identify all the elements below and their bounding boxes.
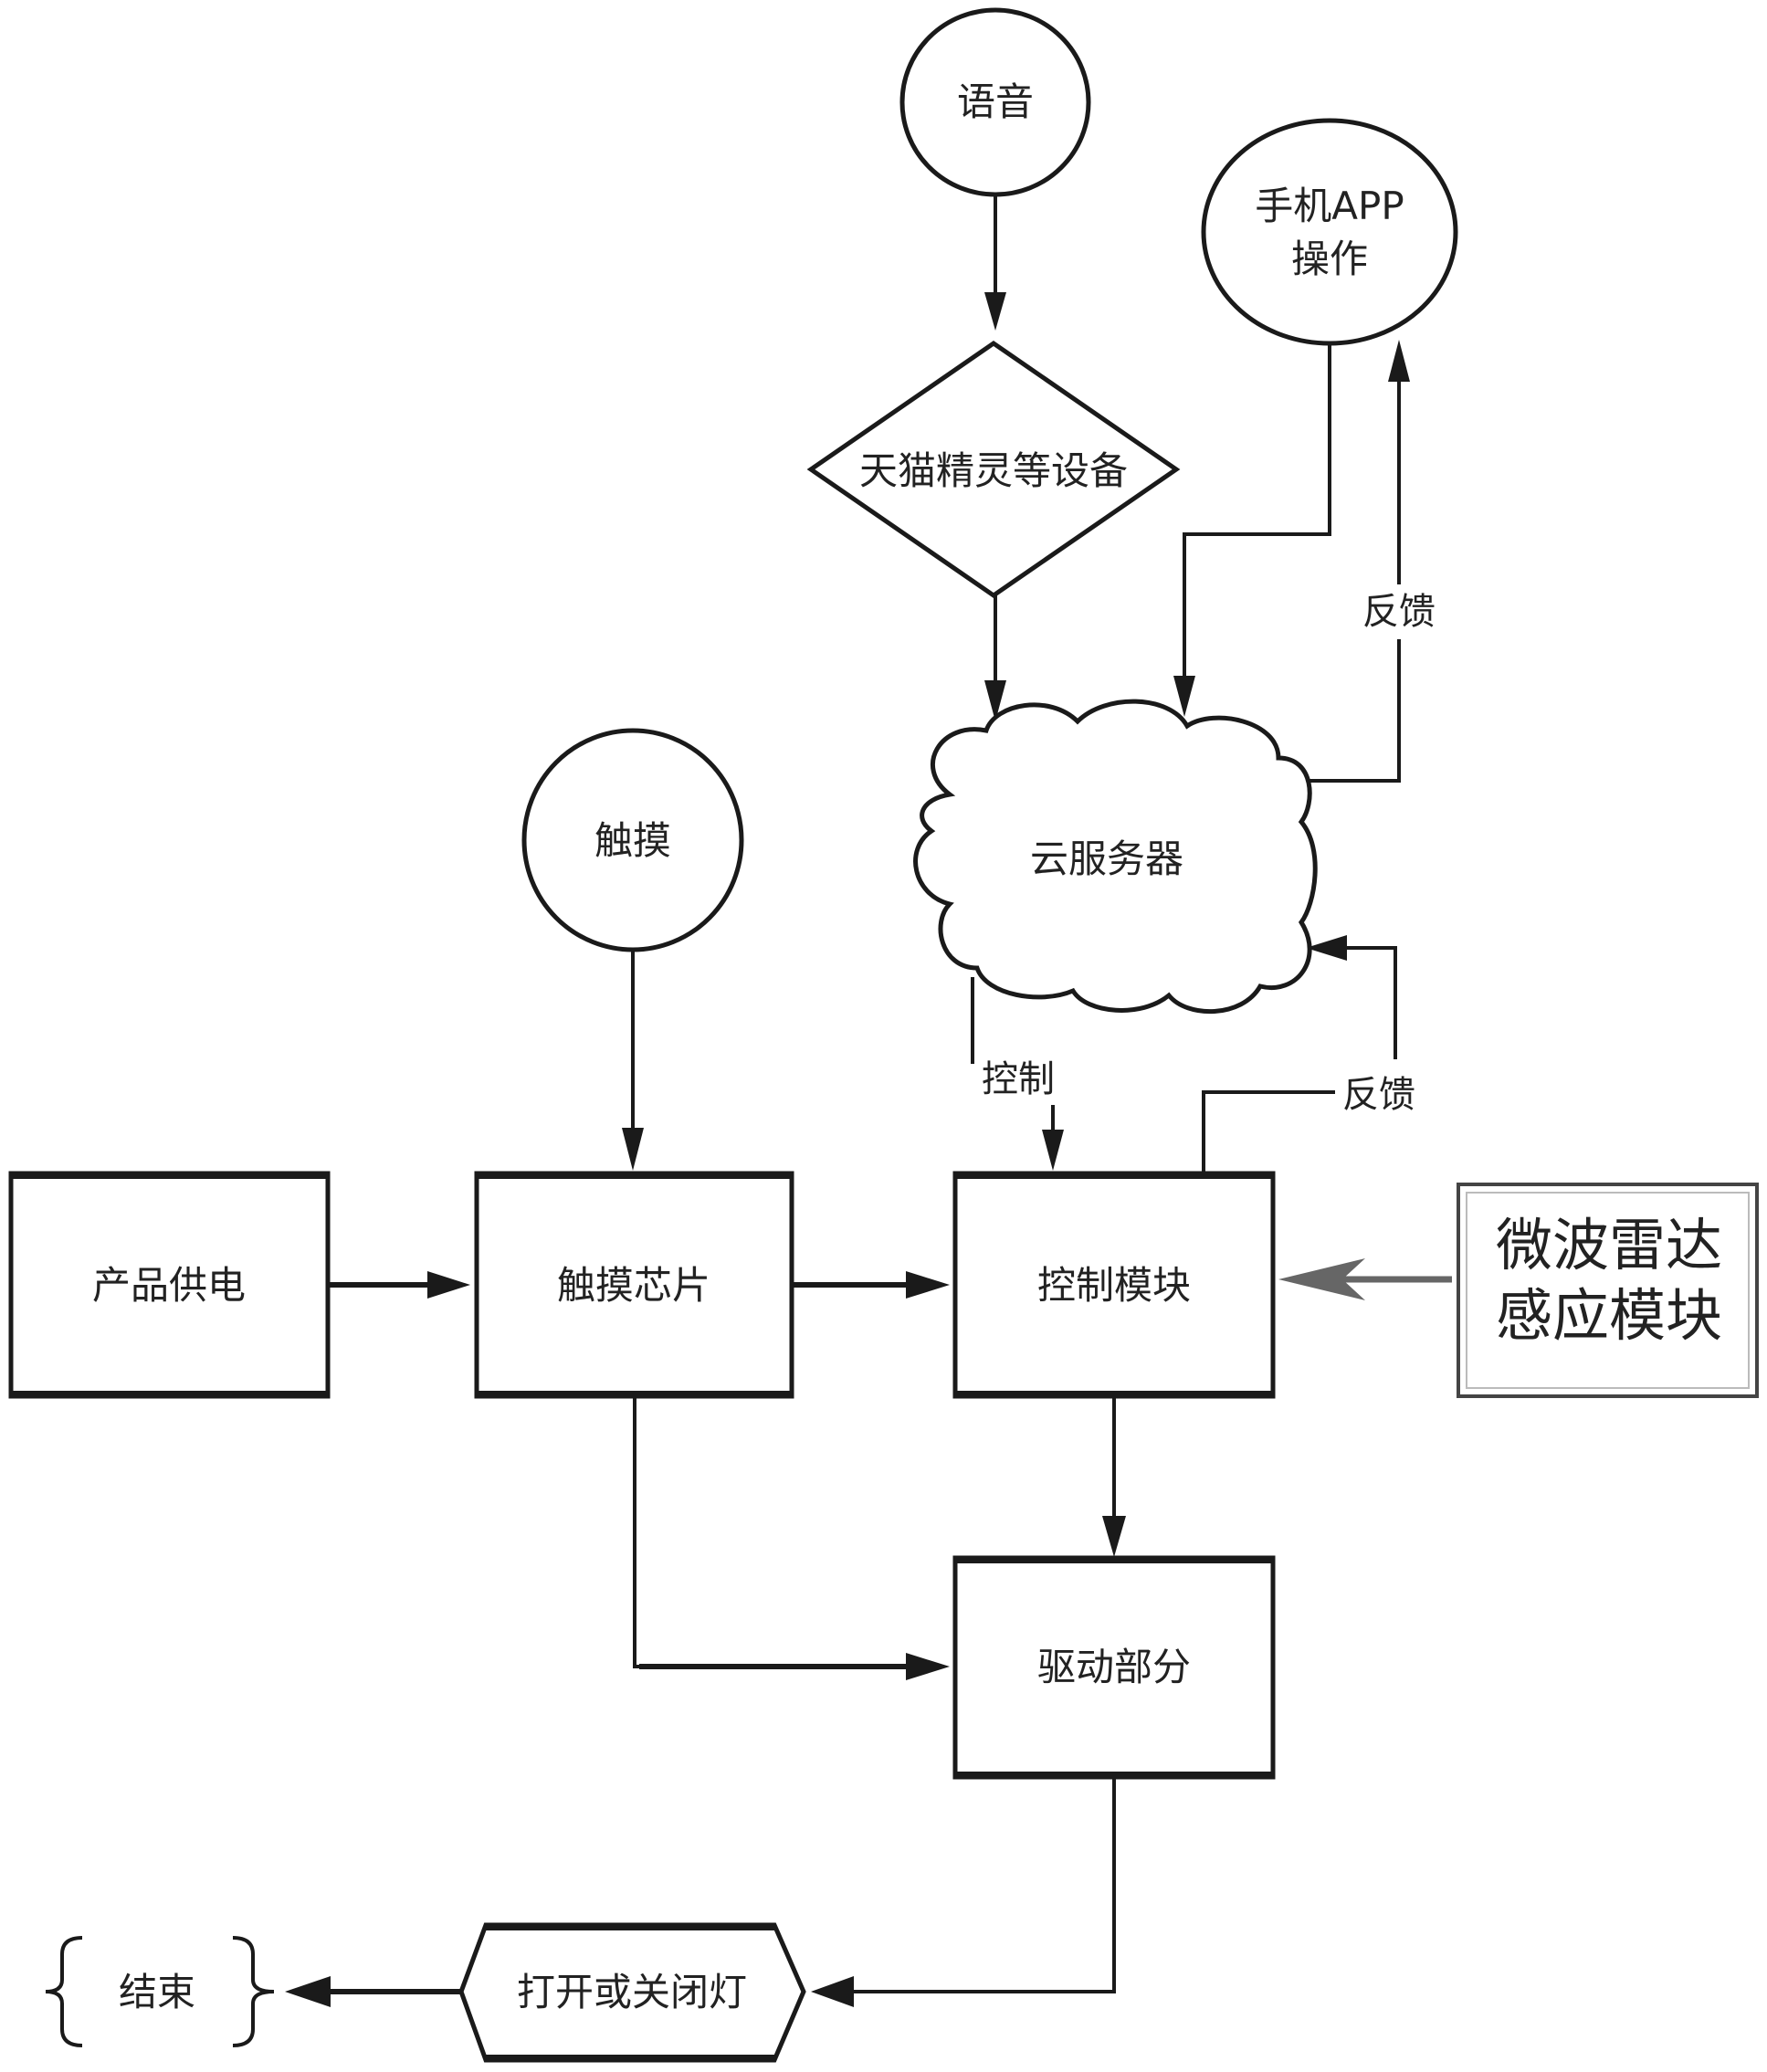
arrow-head: [622, 1128, 644, 1171]
edge-label-feedback-cloud: 反馈: [1342, 1074, 1415, 1116]
edge-control-cloud-feedback-a: [1202, 1090, 1335, 1173]
node-app-label-line1: 手机APP: [1255, 184, 1404, 228]
left-brace: [45, 1936, 83, 2047]
node-touch-chip: 触摸芯片: [474, 1171, 794, 1399]
node-light-label: 打开或关闭灯: [517, 1970, 747, 2014]
node-cloud-label: 云服务器: [1030, 836, 1183, 881]
node-driver: 驱动部分: [952, 1555, 1276, 1780]
edge-label-feedback-app: 反馈: [1362, 591, 1436, 633]
node-tmall-label: 天猫精灵等设备: [859, 448, 1128, 493]
arrow-head: [811, 1976, 854, 2007]
arrow-head: [984, 292, 1006, 331]
node-tmall: 天猫精灵等设备: [806, 340, 1181, 599]
edge-label-control: 控制: [982, 1058, 1055, 1100]
node-power-label: 产品供电: [92, 1263, 246, 1308]
arrow-head: [285, 1976, 331, 2007]
arrow-head: [1042, 1130, 1064, 1171]
edge-chip-driver: [633, 1396, 927, 1668]
right-brace: [232, 1936, 275, 2047]
node-touch-label: 触摸: [594, 818, 671, 863]
node-control-label: 控制模块: [1037, 1263, 1191, 1308]
arrow-head: [1102, 1516, 1126, 1557]
node-voice-label: 语音: [957, 79, 1034, 124]
edge-control-cloud-feedback-b: [1333, 946, 1397, 1059]
arrow-head: [1173, 676, 1195, 717]
arrow-head: [906, 1271, 950, 1299]
node-app-label-line2: 操作: [1291, 237, 1368, 281]
edge-app-cloud: [1183, 345, 1331, 699]
node-radar: 微波雷达 感应模块: [1457, 1183, 1759, 1398]
node-radar-label-line2: 感应模块: [1496, 1282, 1722, 1349]
node-power: 产品供电: [8, 1171, 331, 1399]
node-end: 结束: [45, 1936, 275, 2047]
arrow-head: [1388, 340, 1410, 382]
node-voice: 语音: [899, 7, 1091, 197]
arrow-head-grey: [1278, 1258, 1365, 1300]
node-control: 控制模块: [952, 1171, 1276, 1399]
node-cloud: 云服务器: [913, 699, 1318, 1015]
edge-driver-light: [831, 1777, 1116, 1993]
arrow-head: [984, 680, 1006, 721]
arrow-head: [906, 1653, 950, 1680]
edge-cloud-app-feedback: [1301, 361, 1401, 783]
node-touch: 触摸: [521, 728, 744, 952]
arrow-head: [1306, 935, 1347, 961]
node-light: 打开或关闭灯: [458, 1922, 806, 2063]
node-end-label: 结束: [119, 1970, 195, 2014]
node-app: 手机APP 操作: [1201, 118, 1458, 346]
label-bg: [1359, 584, 1441, 639]
node-touch-chip-label: 触摸芯片: [557, 1263, 710, 1308]
arrow-head: [427, 1271, 470, 1299]
node-driver-label: 驱动部分: [1037, 1645, 1191, 1689]
node-radar-label-line1: 微波雷达: [1496, 1212, 1722, 1278]
